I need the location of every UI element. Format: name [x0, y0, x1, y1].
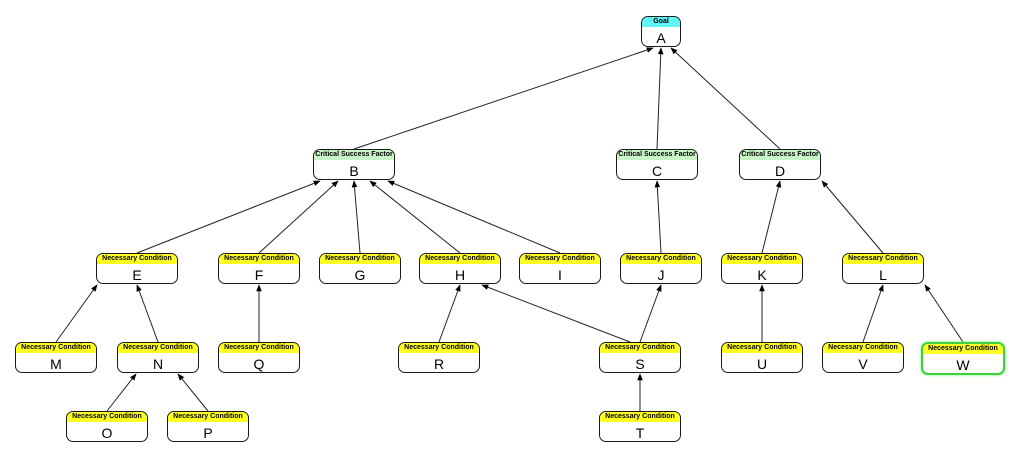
node-type-header: Necessary Condition — [399, 343, 479, 353]
edge-i-to-b — [387, 180, 561, 254]
node-label: K — [757, 267, 767, 283]
node-label: J — [657, 267, 665, 283]
node-type-header: Necessary Condition — [168, 412, 248, 422]
node-label: N — [152, 356, 164, 372]
edge-o-to-n — [106, 373, 137, 412]
edge-p-to-n — [177, 373, 209, 412]
edge-j-to-c — [654, 180, 662, 254]
edge-d-to-a — [670, 47, 781, 150]
edge-w-to-l — [924, 284, 964, 343]
node-type-header: Necessary Condition — [600, 412, 680, 422]
edge-s-to-h — [481, 284, 631, 343]
node-type-header: Necessary Condition — [16, 343, 96, 353]
node-type-header: Necessary Condition — [520, 254, 600, 264]
node-label: V — [858, 356, 868, 372]
edge-s-to-j — [639, 284, 662, 343]
node-type-header: Necessary Condition — [722, 343, 802, 353]
node-label: C — [651, 163, 663, 179]
edge-n-to-e — [136, 284, 159, 343]
node-type-header: Necessary Condition — [621, 254, 701, 264]
edge-m-to-e — [55, 284, 98, 343]
node-type-header: Necessary Condition — [219, 254, 299, 264]
edge-r-to-h — [438, 284, 461, 343]
node-type-header: Critical Success Factor — [740, 150, 820, 160]
node-type-header: Critical Success Factor — [314, 150, 394, 160]
edge-h-to-b — [369, 180, 461, 254]
node-label: P — [203, 425, 213, 441]
node-label: U — [756, 356, 768, 372]
node-type-header: Necessary Condition — [67, 412, 147, 422]
node-label: M — [50, 356, 62, 372]
node-type-header: Necessary Condition — [823, 343, 903, 353]
node-type-header: Necessary Condition — [600, 343, 680, 353]
node-label: A — [656, 30, 666, 46]
node-label: O — [101, 425, 113, 441]
node-label: D — [774, 163, 786, 179]
node-label: F — [254, 267, 264, 283]
node-label: L — [879, 267, 887, 283]
node-label: B — [349, 163, 359, 179]
node-type-header: Critical Success Factor — [617, 150, 697, 160]
edge-f-to-b — [258, 180, 339, 254]
node-type-header: Necessary Condition — [97, 254, 177, 264]
edge-g-to-b — [351, 180, 361, 254]
node-type-header: Necessary Condition — [843, 254, 923, 264]
node-type-header: Necessary Condition — [219, 343, 299, 353]
node-type-header: Goal — [642, 17, 680, 27]
node-type-header: Necessary Condition — [722, 254, 802, 264]
node-type-header: Necessary Condition — [923, 344, 1003, 354]
node-label: Q — [253, 356, 265, 372]
node-label: S — [635, 356, 645, 372]
node-label: E — [132, 267, 142, 283]
node-label: G — [354, 267, 366, 283]
node-type-header: Necessary Condition — [320, 254, 400, 264]
node-label: R — [433, 356, 445, 372]
node-label: I — [558, 267, 562, 283]
node-type-header: Necessary Condition — [118, 343, 198, 353]
edge-k-to-d — [761, 180, 782, 254]
edge-v-to-l — [862, 284, 884, 343]
node-type-header: Necessary Condition — [420, 254, 500, 264]
node-label: T — [635, 425, 645, 441]
edge-e-to-b — [136, 180, 321, 254]
node-label: W — [956, 357, 970, 373]
edge-c-to-a — [656, 47, 664, 150]
edge-l-to-d — [821, 180, 884, 254]
edge-b-to-a — [353, 47, 654, 150]
node-label: H — [454, 267, 466, 283]
